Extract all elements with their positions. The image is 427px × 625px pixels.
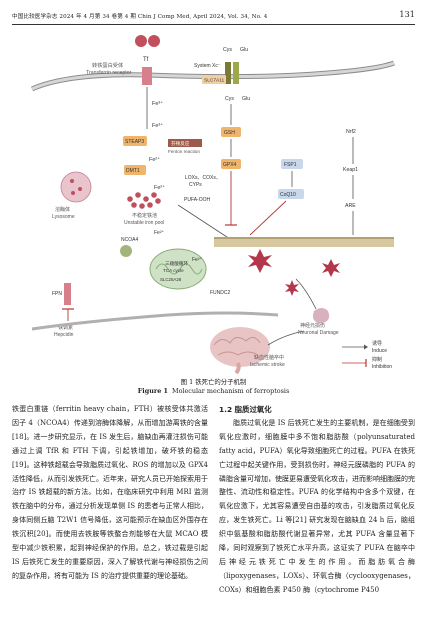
fpn-transporter	[64, 283, 71, 305]
section-heading: 1.2 脂质过氧化	[219, 405, 272, 414]
coq10-label: CoQ10	[280, 192, 296, 198]
stroke-cn: 缺血性脑卒中	[254, 354, 284, 361]
lysosome-cn: 溶酶体	[55, 206, 70, 213]
fe2-label: Fe²⁺	[192, 257, 203, 263]
legend-induce-cn: 诱导	[372, 340, 382, 347]
left-column: 铁蛋白重链（ferritin heavy chain，FTH）被核受体共激活因子…	[12, 403, 208, 584]
hepcidin-cn: 铁调素	[58, 324, 73, 331]
are-label: ARE	[345, 203, 356, 209]
fenton-box	[168, 139, 202, 147]
glu-label: Glu	[240, 47, 248, 53]
fe2-label: Fe²⁺	[149, 156, 160, 163]
legend-inhibit-cn: 抑制	[372, 356, 382, 363]
fe2-label: Fe²⁺	[154, 230, 165, 236]
lysosome	[60, 171, 92, 203]
peroxidation-burst	[322, 259, 340, 277]
fsp1-label: FSP1	[284, 162, 297, 168]
figure-caption-label: Figure 1	[137, 387, 168, 395]
unstable-pool-cn: 不稳定铁池	[132, 212, 157, 219]
stroke-en: Ischemic stroke	[250, 362, 285, 368]
system-xc-label: System Xc⁻	[194, 63, 221, 69]
gsh-box	[221, 127, 241, 137]
peroxidation-burst	[248, 249, 272, 273]
lipid-membrane-bar	[214, 237, 394, 247]
neuronal-damage-en: Neuronal Damage	[298, 330, 339, 336]
ferroptosis-diagram: Tf 转铁蛋白受体 Transferrin receptor Fe³⁺ Fe³⁺…	[30, 35, 395, 375]
ferritin	[120, 245, 132, 257]
fpn-label: FPN	[52, 291, 62, 297]
legend-induce-en: Induce	[372, 348, 387, 354]
transferrin-receptor-cn: 转铁蛋白受体	[92, 61, 124, 69]
transferrin-receptor	[142, 67, 152, 85]
tca-cn: 三羧酸循环	[165, 260, 188, 267]
mitochondrion	[149, 248, 207, 290]
coq10-box	[278, 189, 304, 199]
fundc2-label: FUNDC2	[210, 290, 230, 296]
neuronal-damage-cn: 神经元损伤	[300, 322, 325, 329]
brain-icon	[210, 327, 270, 375]
figure-caption-cn: 图 1 铁死亡的分子机制	[180, 378, 247, 386]
figure-1: Tf 转铁蛋白受体 Transferrin receptor Fe³⁺ Fe³⁺…	[28, 29, 399, 375]
gsh-label: GSH	[224, 130, 235, 136]
page-number: 131	[399, 10, 415, 19]
fe3-label: Fe³⁺	[152, 100, 163, 107]
steap3-box	[123, 136, 147, 146]
slc25a28-label: SLC25A28	[160, 277, 182, 282]
cyps-label: CYPs	[189, 182, 202, 188]
figure-caption-title: Molecular mechanism of ferroptosis	[172, 387, 290, 395]
running-header: 中国比较医学杂志 2024 年 4 月第 34 卷第 4 期 Chin J Co…	[12, 10, 415, 22]
unstable-iron-pool	[127, 192, 161, 209]
transferrin-receptor-en: Transferrin receptor	[86, 70, 132, 76]
tf-sphere	[135, 35, 147, 47]
figure-caption-en: Figure 1 Molecular mechanism of ferropto…	[0, 387, 427, 395]
fenton-cn: 芬顿反应	[171, 140, 190, 147]
left-paragraph: 铁蛋白重链（ferritin heavy chain，FTH）被核受体共激活因子…	[12, 405, 208, 580]
ncoa4-label: NCOA4	[121, 237, 138, 243]
legend-inhibit-en: Inhibition	[372, 364, 392, 370]
cys-label: Cys	[223, 47, 232, 53]
fenton-en: Fenton reaction	[168, 149, 200, 154]
unstable-pool-en: Unstable iron pool	[124, 220, 164, 226]
glu-label: Glu	[242, 96, 250, 102]
tf-sphere	[148, 35, 160, 47]
tca-en: TCA cycle	[163, 268, 184, 273]
right-column: 1.2 脂质过氧化 脂质过氧化是 IS 后铁死亡发生的主要机制，是在细胞受到氧化…	[219, 403, 415, 598]
nrf2-label: Nrf2	[346, 129, 356, 135]
system-xc-transporter	[225, 62, 231, 84]
gpx4-box	[221, 159, 241, 169]
lox-label: LOXs、COXs、	[185, 175, 221, 181]
lysosome-en: Lysosome	[52, 214, 75, 220]
cys-label: Cys	[225, 96, 234, 102]
journal-header: 中国比较医学杂志 2024 年 4 月第 34 卷第 4 期 Chin J Co…	[12, 14, 268, 20]
damaged-neuron-icon	[313, 308, 330, 323]
dmt1-box	[124, 165, 146, 175]
header-rule	[12, 24, 415, 25]
steap3-label: STEAP3	[125, 139, 144, 145]
gpx4-label: GPX4	[223, 162, 237, 168]
dmt1-label: DMT1	[126, 168, 140, 174]
legend: 诱导 Induce 抑制 Inhibition	[342, 340, 392, 370]
tf-label: Tf	[143, 57, 149, 63]
keap1-label: Keap1	[343, 167, 358, 173]
right-paragraph: 脂质过氧化是 IS 后铁死亡发生的主要机制，是在细胞受到氧化应激时，细胞膜中多不…	[219, 418, 415, 594]
fsp1-box	[281, 159, 303, 169]
slc7a11-label: SLC7A11	[204, 78, 225, 84]
slc7a11-box	[202, 75, 226, 84]
peroxidation-burst	[285, 280, 299, 296]
fe3-label: Fe³⁺	[152, 122, 163, 129]
hepcidin-en: Hepcidin	[54, 332, 74, 338]
fe2-label: Fe²⁺	[154, 184, 165, 191]
pufa-label: PUFA-OOH	[184, 197, 211, 203]
